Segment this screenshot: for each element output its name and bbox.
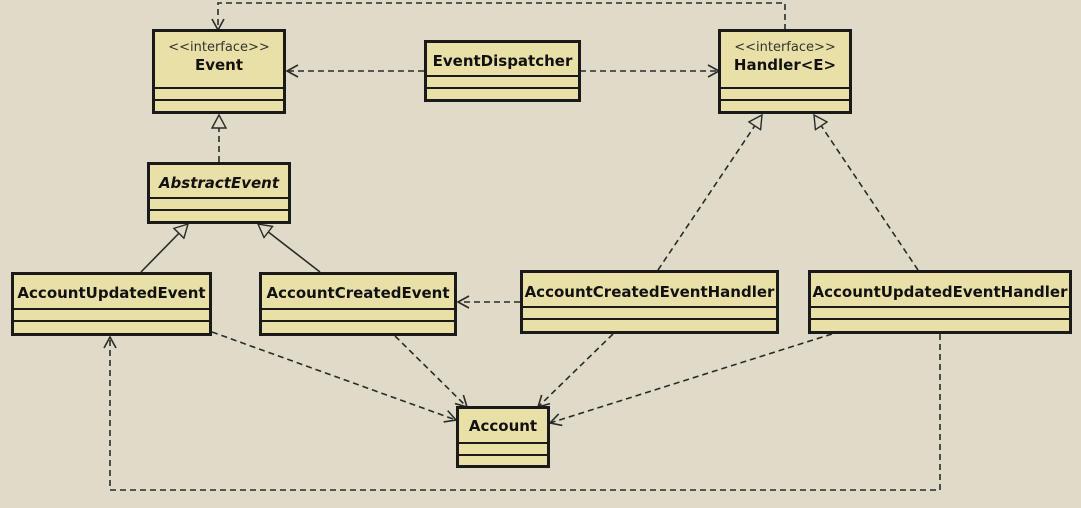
account-created-event-name: AccountCreatedEvent [266, 284, 450, 302]
dependency-updatedhandler-account [548, 333, 833, 427]
event-stereotype: <<interface>> [168, 40, 270, 55]
dependency-updatedhandler-updatedevent [103, 334, 941, 491]
account-created-event-attributes-divider [262, 308, 454, 310]
dependency-handler-to-event [211, 2, 786, 32]
class-account-created-event-handler[interactable]: AccountCreatedEventHandler [520, 270, 779, 334]
account-updated-event-operations-divider [14, 320, 209, 322]
handler-operations-divider [721, 99, 849, 101]
account-updated-event-handler-attributes-divider [811, 306, 1069, 308]
account-created-event-handler-attributes-divider [523, 306, 776, 308]
account-updated-event-name: AccountUpdatedEvent [17, 284, 206, 302]
dependency-createdhandler-account [536, 333, 614, 409]
account-updated-event-handler-name: AccountUpdatedEventHandler [812, 283, 1068, 301]
event-operations-divider [155, 99, 283, 101]
event-attributes-divider [155, 87, 283, 89]
class-handler[interactable]: <<interface>> Handler<E> [718, 29, 852, 114]
account-created-event-operations-divider [262, 320, 454, 322]
handler-stereotype: <<interface>> [734, 40, 836, 55]
class-event[interactable]: <<interface>> Event [152, 29, 286, 114]
class-event-dispatcher[interactable]: EventDispatcher [424, 40, 581, 102]
generalization-created-abstract [258, 224, 321, 273]
account-operations-divider [459, 454, 547, 456]
class-account-updated-event-handler[interactable]: AccountUpdatedEventHandler [808, 270, 1072, 334]
event-name: Event [194, 56, 244, 74]
abstract-event-attributes-divider [150, 197, 288, 199]
account-created-event-handler-name: AccountCreatedEventHandler [524, 283, 775, 301]
realization-createdhandler-handler [657, 115, 762, 271]
account-updated-event-handler-operations-divider [811, 318, 1069, 320]
abstract-event-operations-divider [150, 209, 288, 211]
account-name: Account [468, 417, 538, 435]
event-dispatcher-attributes-divider [427, 75, 578, 77]
account-created-event-handler-operations-divider [523, 318, 776, 320]
class-account-updated-event[interactable]: AccountUpdatedEvent [11, 272, 212, 336]
dependency-createdevent-account [394, 335, 469, 409]
account-updated-event-attributes-divider [14, 308, 209, 310]
realization-updatedhandler-handler [814, 115, 919, 271]
dependency-updatedevent-account [211, 331, 458, 423]
handler-attributes-divider [721, 87, 849, 89]
event-dispatcher-operations-divider [427, 87, 578, 89]
generalization-updated-abstract [140, 224, 188, 273]
event-dispatcher-name: EventDispatcher [432, 52, 573, 70]
handler-name: Handler<E> [733, 56, 837, 74]
account-attributes-divider [459, 442, 547, 444]
class-account-created-event[interactable]: AccountCreatedEvent [259, 272, 457, 336]
abstract-event-name: AbstractEvent [158, 174, 280, 192]
class-account[interactable]: Account [456, 406, 550, 468]
class-abstract-event[interactable]: AbstractEvent [147, 162, 291, 224]
